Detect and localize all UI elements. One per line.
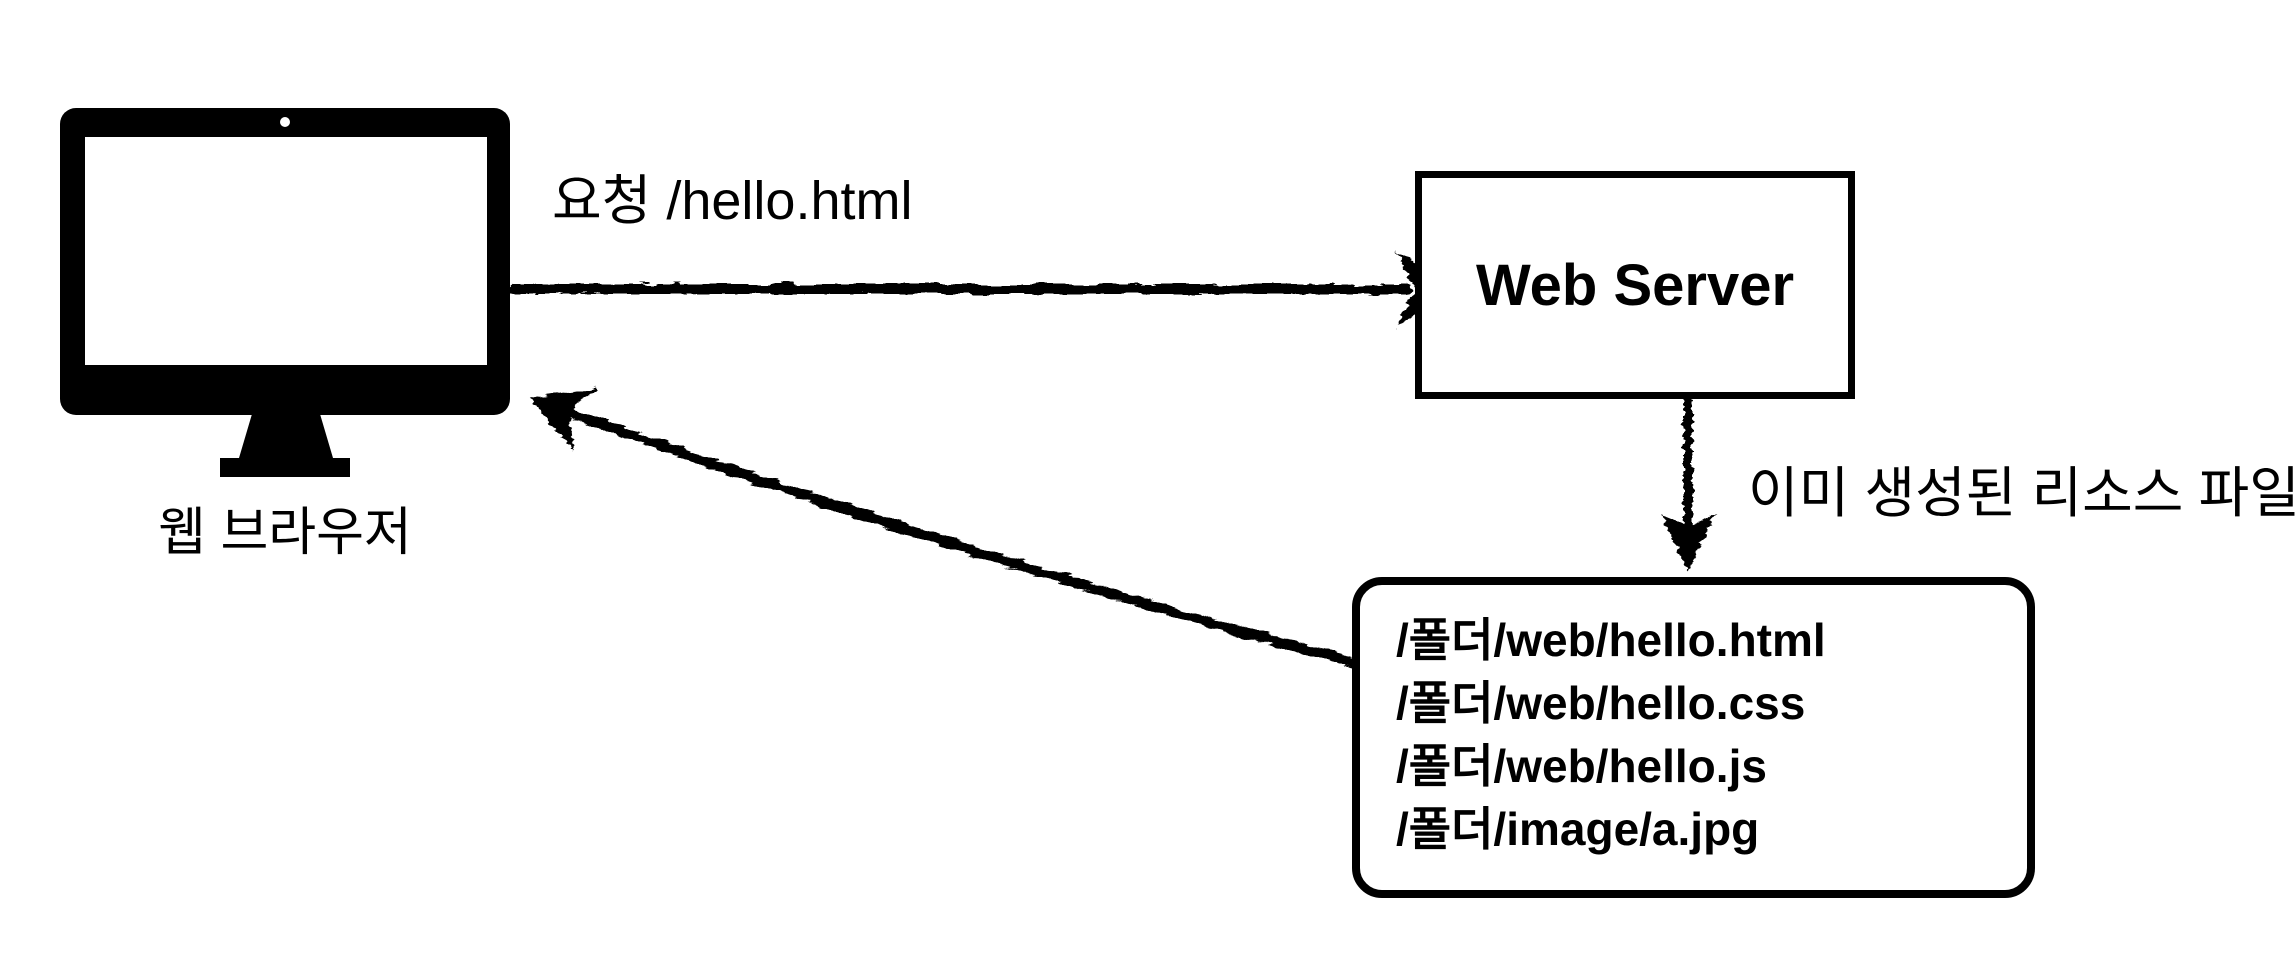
web-server-label: Web Server bbox=[1475, 252, 1795, 318]
resource-file-path: /폴더/web/hello.css bbox=[1396, 677, 1806, 729]
response-arrow bbox=[530, 387, 1365, 670]
resource-file-path: /폴더/image/a.jpg bbox=[1396, 803, 1760, 855]
request-arrow-label: 요청 /hello.html bbox=[552, 171, 913, 231]
monitor-stand-neck bbox=[239, 414, 333, 458]
server-to-files-arrow bbox=[1661, 395, 1715, 572]
web-browser-monitor-icon bbox=[60, 108, 510, 477]
monitor-stand-base bbox=[220, 458, 350, 477]
resource-files-box: /폴더/web/hello.html /폴더/web/hello.css /폴더… bbox=[1352, 577, 2035, 898]
resource-file-path: /폴더/web/hello.js bbox=[1396, 740, 1767, 792]
request-arrow bbox=[508, 251, 1457, 327]
resource-file-path: /폴더/web/hello.html bbox=[1396, 614, 1826, 666]
web-server-box: Web Server bbox=[1415, 171, 1855, 399]
resource-arrow-label: 이미 생성된 리소스 파일 bbox=[1748, 462, 2296, 524]
monitor-screen bbox=[85, 137, 487, 365]
webcam-dot bbox=[280, 117, 290, 127]
browser-label: 웹 브라우저 bbox=[158, 504, 412, 562]
